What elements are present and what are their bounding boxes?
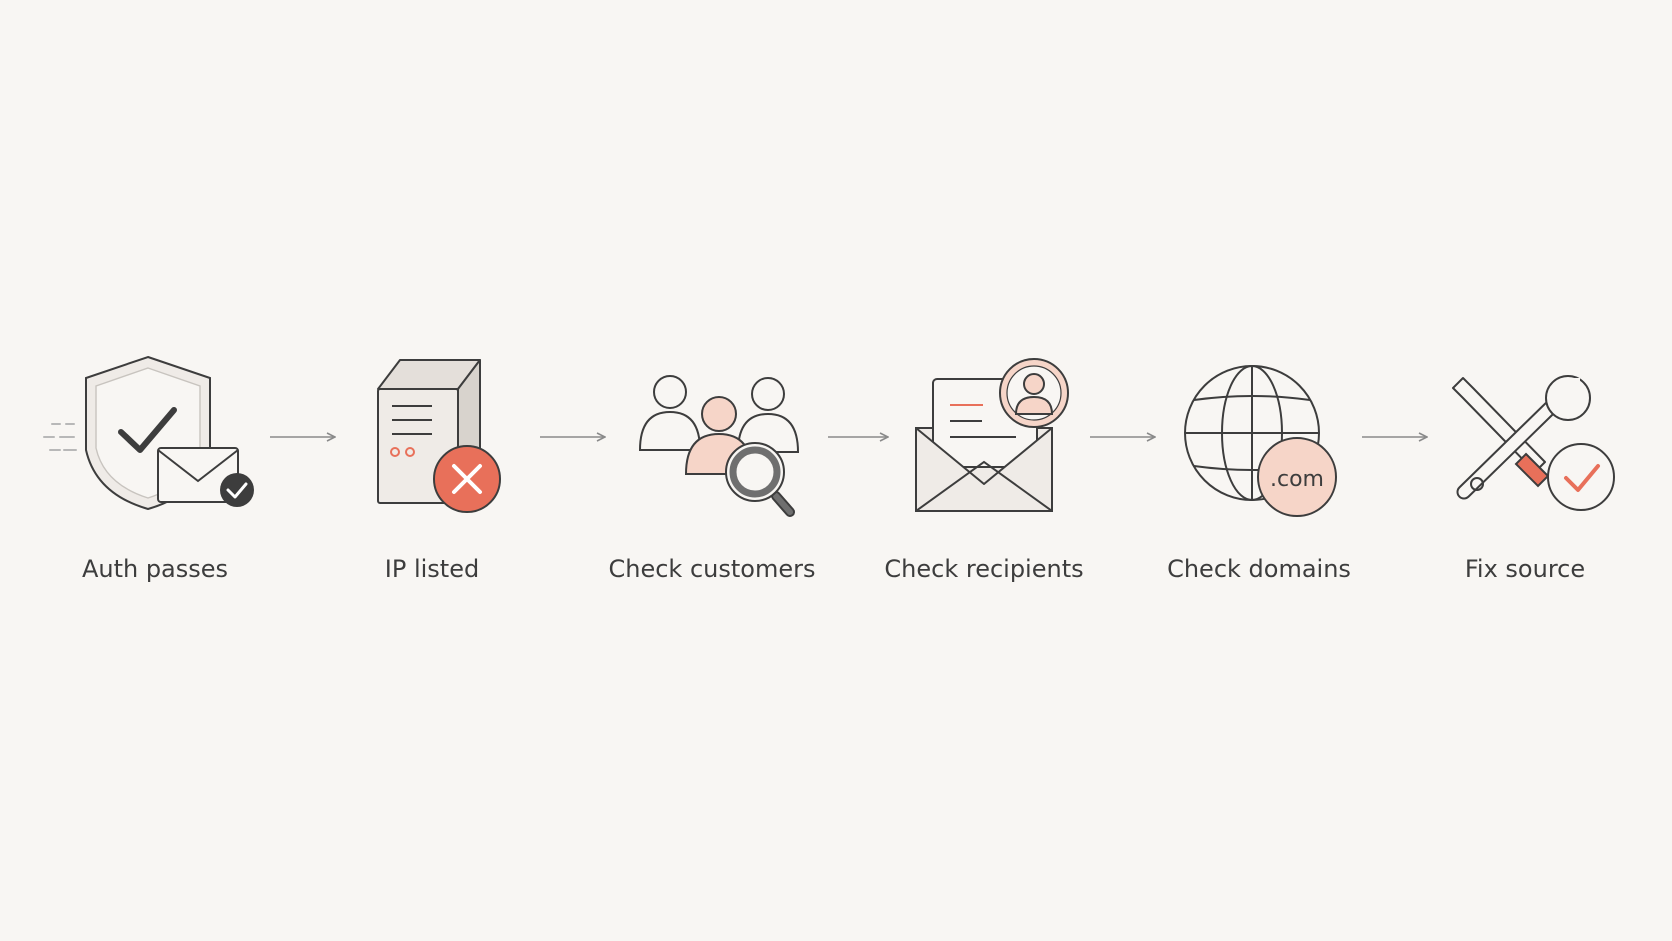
tools-check-icon xyxy=(1452,375,1615,511)
check-circle-icon xyxy=(1547,443,1615,511)
recipient-avatar-icon xyxy=(999,358,1069,428)
envelope-body-icon xyxy=(915,427,1053,512)
step-label-check-recipients: Check recipients xyxy=(884,555,1084,583)
users-search-icon xyxy=(638,375,800,517)
speed-lines-icon xyxy=(43,423,77,451)
user-left-icon xyxy=(638,375,702,451)
user-right-icon xyxy=(736,377,800,453)
domain-badge-text: .com xyxy=(1270,467,1324,492)
user-center-icon xyxy=(684,396,754,475)
checkmark-icon xyxy=(118,407,177,453)
magnifier-icon xyxy=(725,442,795,517)
step-label-auth-passes: Auth passes xyxy=(81,555,229,583)
wrench-icon xyxy=(1456,375,1591,500)
envelope-icon xyxy=(157,447,239,503)
screwdriver-icon xyxy=(1452,377,1550,488)
step-label-fix-source: Fix source xyxy=(1464,555,1586,583)
step-label-check-domains: Check domains xyxy=(1167,555,1351,583)
check-badge-icon xyxy=(220,473,254,507)
globe-domain-icon: .com xyxy=(1184,365,1337,517)
envelope-recipient-icon xyxy=(915,358,1069,512)
step-label-ip-listed: IP listed xyxy=(384,555,480,583)
shield-envelope-check-icon xyxy=(43,355,254,511)
error-badge-icon xyxy=(433,445,501,513)
domain-badge-icon: .com xyxy=(1257,437,1337,517)
step-label-check-customers: Check customers xyxy=(608,555,816,583)
server-error-icon xyxy=(377,359,501,513)
